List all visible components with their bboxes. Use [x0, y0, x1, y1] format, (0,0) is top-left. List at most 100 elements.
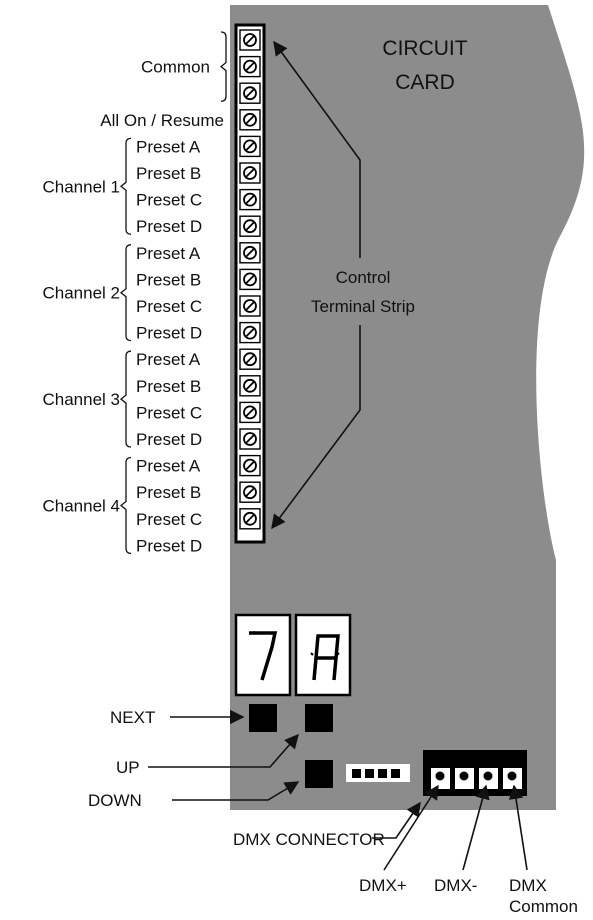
strip-label-line1: Control: [336, 268, 391, 287]
preset-label: Preset B: [136, 377, 201, 396]
screw-slot: [245, 168, 255, 178]
preset-label: Preset A: [136, 457, 201, 476]
screw-slot: [245, 407, 255, 418]
dmx-connector-label: DMX CONNECTOR: [233, 830, 385, 849]
screw-icon: [243, 219, 257, 234]
screw-icon: [243, 325, 257, 340]
dmx-pin: [507, 771, 517, 781]
circuit-card: [230, 5, 585, 810]
preset-label: Preset D: [136, 217, 202, 236]
screw-icon: [243, 458, 257, 473]
dmx-common-arrow: [508, 784, 528, 871]
screw-icon: [243, 352, 257, 367]
channel-bracket: [119, 244, 132, 342]
screw-slot: [245, 381, 255, 391]
screw-icon: [243, 511, 257, 526]
dmx-common-label-line1: DMX: [509, 876, 547, 895]
preset-label: Preset D: [136, 536, 202, 555]
preset-label: Preset C: [136, 403, 202, 422]
up-button[interactable]: [305, 704, 333, 732]
screw-slot: [245, 35, 255, 45]
preset-label: Preset A: [136, 137, 201, 156]
up-label: UP: [116, 758, 140, 777]
screw-icon: [243, 166, 257, 180]
screw-slot: [245, 141, 255, 152]
preset-label: Preset B: [136, 270, 201, 289]
all-on-resume-label: All On / Resume: [100, 111, 224, 130]
next-button[interactable]: [249, 704, 277, 732]
up-arrow: [148, 733, 299, 768]
display-digit-2-frame: [294, 613, 352, 697]
channel-label: Channel 1: [42, 177, 120, 196]
screw-icon: [243, 112, 257, 127]
screw-slot: [245, 115, 255, 125]
strip-arrow-down: [271, 325, 361, 530]
screw-slot: [245, 327, 255, 338]
next-label: NEXT: [110, 708, 155, 727]
strip-arrow-up: [273, 40, 361, 258]
screw-icon: [243, 405, 257, 420]
screw-icon: [243, 192, 257, 207]
screw-slot: [245, 274, 255, 285]
screw-slot: [245, 460, 255, 471]
screw-icon: [243, 139, 257, 154]
common-bracket: [219, 31, 227, 102]
dmx-pin: [435, 771, 445, 781]
pin-header-pin: [391, 769, 400, 778]
channel-bracket: [119, 350, 132, 448]
down-arrow: [172, 781, 300, 801]
preset-label: Preset A: [136, 244, 201, 263]
screw-slot: [245, 354, 255, 364]
dmx-plus-arrow: [383, 784, 439, 871]
screw-icon: [243, 86, 257, 101]
dmx-plus-label: DMX+: [359, 876, 407, 895]
screw-slot: [245, 514, 255, 524]
screw-icon: [243, 59, 257, 74]
down-button[interactable]: [305, 760, 333, 788]
dmx-connector-arrow: [372, 801, 421, 839]
channel-label: Channel 4: [42, 497, 120, 516]
preset-label: Preset C: [136, 510, 202, 529]
screw-icon: [243, 432, 257, 446]
dmx-minus-arrow: [462, 784, 490, 871]
screw-icon: [243, 272, 257, 287]
display-digit-1-frame: [234, 613, 292, 697]
pin-header-pin: [352, 769, 361, 778]
screw-icon: [243, 33, 257, 47]
preset-label: Preset B: [136, 483, 201, 502]
screw-icon: [243, 299, 257, 313]
preset-label: Preset C: [136, 297, 202, 316]
preset-label: Preset D: [136, 324, 202, 343]
screw-slot: [245, 61, 255, 72]
screw-icon: [243, 245, 257, 260]
channel-bracket: [119, 456, 132, 555]
screw-icon: [243, 485, 257, 500]
preset-label: Preset B: [136, 164, 201, 183]
channel-label: Channel 2: [42, 284, 120, 303]
strip-label-line2: Terminal Strip: [311, 297, 415, 316]
display-digit-2: [310, 634, 340, 681]
screw-slot: [245, 434, 255, 444]
dmx-pin: [459, 771, 469, 781]
preset-label: Preset C: [136, 191, 202, 210]
down-label: DOWN: [88, 791, 142, 810]
common-label: Common: [141, 58, 210, 77]
screw-slot: [245, 194, 255, 205]
pin-header-pin: [365, 769, 374, 778]
dmx-common-label-line2: Common: [509, 897, 578, 916]
dmx-pin: [483, 771, 493, 781]
card-title-line1: CIRCUIT: [382, 37, 467, 60]
screw-slot: [245, 301, 255, 311]
screw-slot: [245, 221, 255, 231]
display-digit-1: [249, 631, 278, 681]
screw-slot: [245, 487, 255, 497]
preset-label: Preset A: [136, 350, 201, 369]
preset-label: Preset D: [136, 430, 202, 449]
channel-label: Channel 3: [42, 390, 120, 409]
dmx-minus-label: DMX-: [434, 876, 477, 895]
card-title-line2: CARD: [395, 71, 455, 94]
screw-slot: [245, 248, 255, 258]
